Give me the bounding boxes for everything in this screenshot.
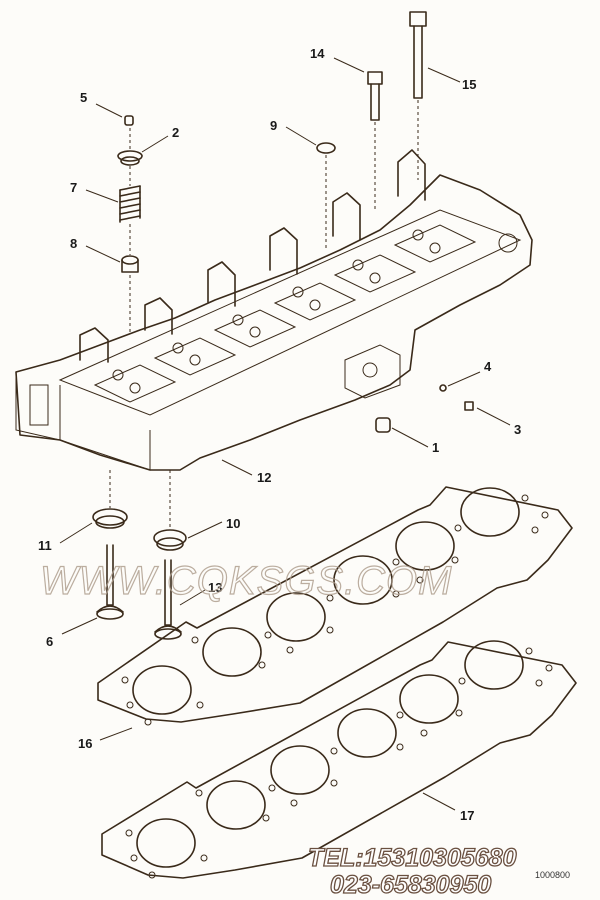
watermark-text: WWW.CQKSGS.COM xyxy=(40,559,452,603)
callout-10: 10 xyxy=(226,516,240,531)
valve-13 xyxy=(154,559,182,640)
callout-9: 9 xyxy=(270,118,277,133)
callout-12: 12 xyxy=(257,470,271,485)
drawing-code: 1000800 xyxy=(535,870,570,880)
callout-6: 6 xyxy=(46,634,53,649)
valve-seat-insert-11 xyxy=(92,508,128,529)
callout-7: 7 xyxy=(70,180,77,195)
rocker-pedestals xyxy=(79,149,426,363)
leader-lines xyxy=(59,57,511,811)
callout-17: 17 xyxy=(460,808,474,823)
callout-16: 16 xyxy=(78,736,92,751)
spring-retainer xyxy=(117,150,143,166)
valve-pockets xyxy=(93,224,477,403)
callout-4: 4 xyxy=(484,359,492,374)
bolt-long xyxy=(409,11,427,99)
valve-collet xyxy=(124,115,134,126)
tel-number: TEL:15310305680 xyxy=(308,844,517,872)
bolt-short xyxy=(367,71,383,121)
valve-spring xyxy=(119,185,141,223)
callout-2: 2 xyxy=(172,125,179,140)
callout-1: 1 xyxy=(432,440,439,455)
head-gasket-17 xyxy=(101,640,577,879)
valve-6 xyxy=(96,544,124,620)
phone-number: 023-65830950 xyxy=(330,871,491,899)
callout-14: 14 xyxy=(310,46,325,61)
callouts: 1 2 3 4 5 6 7 8 9 10 11 12 13 14 15 16 1… xyxy=(38,46,521,823)
callout-15: 15 xyxy=(462,77,476,92)
deck-bosses xyxy=(112,229,441,394)
cylinder-head xyxy=(15,149,533,471)
fitting-3 xyxy=(464,401,474,411)
callout-5: 5 xyxy=(80,90,87,105)
plug-4 xyxy=(439,384,447,392)
callout-13: 13 xyxy=(208,580,222,595)
sleeve-1 xyxy=(375,417,391,433)
callout-8: 8 xyxy=(70,236,77,251)
plug-9 xyxy=(316,142,336,154)
callout-3: 3 xyxy=(514,422,521,437)
valve-seat-insert-10 xyxy=(153,529,187,551)
callout-11: 11 xyxy=(38,538,52,553)
head-gasket-16 xyxy=(97,486,573,726)
valve-stem-seal xyxy=(121,255,139,273)
